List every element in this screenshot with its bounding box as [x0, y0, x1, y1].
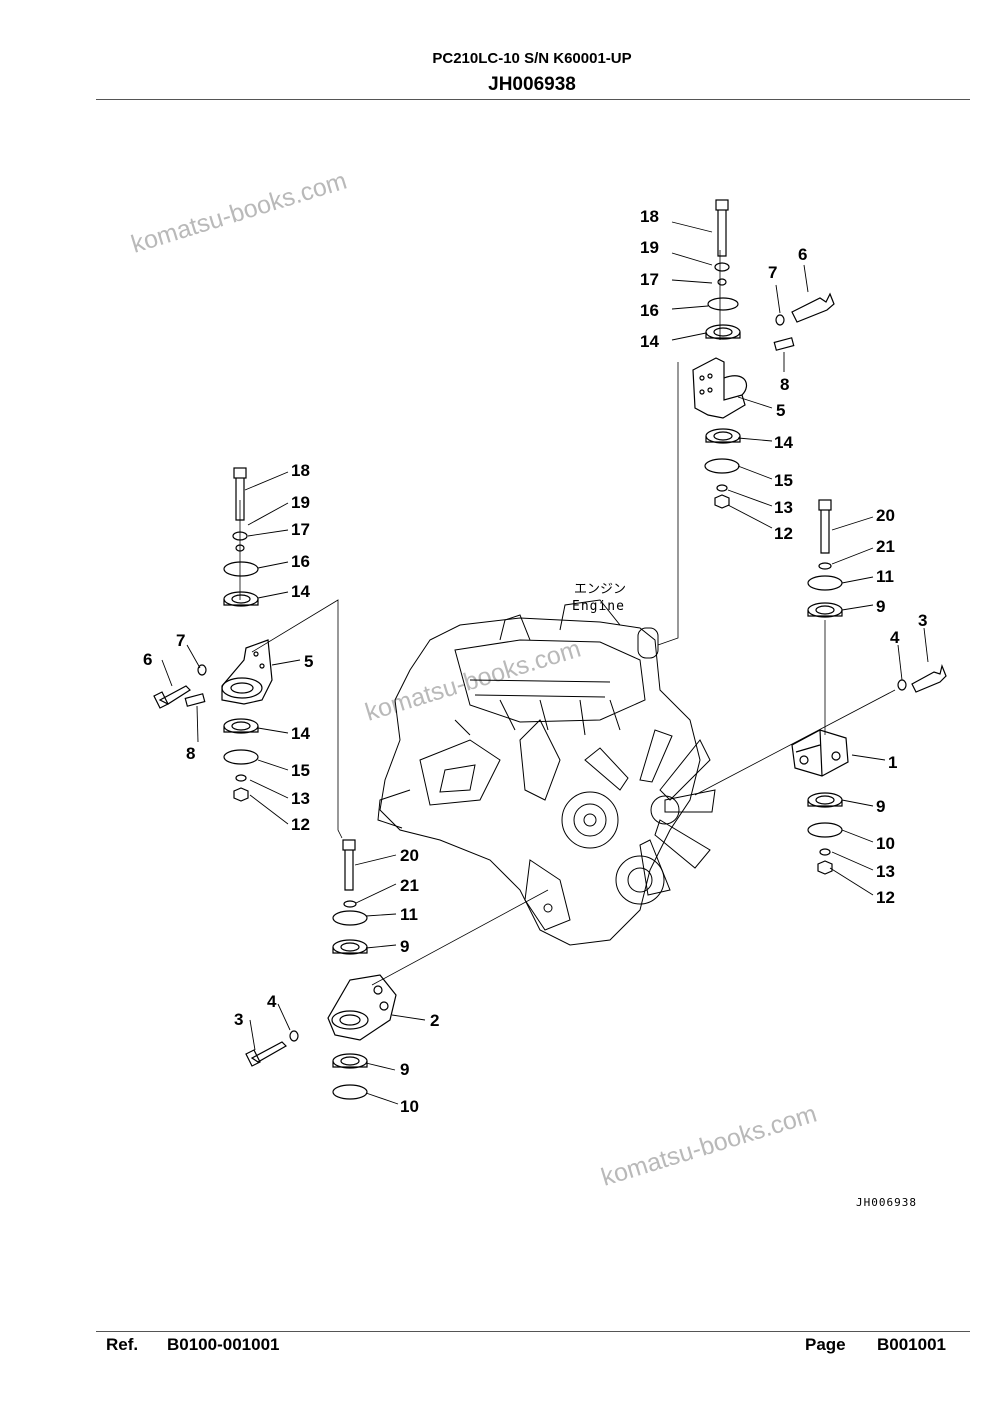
callout-leaders [161, 221, 929, 1105]
callout-numbers: 18 19 17 16 14 7 6 8 5 14 15 13 12 20 21… [143, 207, 927, 1116]
callout: 3 [234, 1010, 243, 1029]
callout: 20 [876, 506, 895, 525]
callout: 12 [876, 888, 895, 907]
footer-divider [96, 1331, 970, 1332]
callout: 13 [291, 789, 310, 808]
callout: 5 [304, 652, 313, 671]
callout: 5 [776, 401, 785, 420]
callout: 12 [774, 524, 793, 543]
header-divider [96, 99, 970, 100]
page-value: B001001 [877, 1335, 947, 1354]
callout: 14 [774, 433, 793, 452]
callout: 2 [430, 1011, 439, 1030]
callout: 13 [876, 862, 895, 881]
ref-value: B0100-001001 [167, 1335, 280, 1354]
leader-lines [239, 250, 896, 986]
callout: 11 [876, 567, 894, 586]
callout: 16 [291, 552, 310, 571]
callout: 8 [186, 744, 195, 763]
ref-label: Ref. [106, 1335, 139, 1354]
callout: 19 [640, 238, 659, 257]
callout: 18 [291, 461, 310, 480]
callout: 15 [291, 761, 310, 780]
callout: 4 [890, 628, 900, 647]
bolt-head-18 [715, 199, 729, 211]
callout: 8 [780, 375, 789, 394]
right-front-mount-parts [791, 499, 947, 875]
right-rear-mount-parts [692, 199, 835, 509]
callout: 4 [267, 992, 277, 1011]
callout: 6 [143, 650, 152, 669]
callout: 21 [400, 876, 419, 895]
left-rear-mount-parts [153, 467, 273, 802]
callout: 11 [400, 905, 418, 924]
engine-label: Engine [572, 599, 625, 614]
engine-drawing [377, 599, 716, 946]
model-serial-title: PC210LC-10 S/N K60001-UP [432, 50, 632, 67]
callout: 7 [768, 263, 777, 282]
callout: 15 [774, 471, 793, 490]
callout: 9 [400, 937, 409, 956]
callout: 7 [176, 631, 185, 650]
callout: 16 [640, 301, 659, 320]
figure-code-title: JH006938 [488, 74, 576, 95]
engine-label-japanese: エンジン [574, 582, 627, 597]
callout: 20 [400, 846, 419, 865]
left-front-mount-parts [245, 839, 397, 1100]
callout: 9 [876, 797, 885, 816]
callout: 6 [798, 245, 807, 264]
callout: 21 [876, 537, 895, 556]
callout: 18 [640, 207, 659, 226]
drawing-code: JH006938 [856, 1196, 917, 1209]
callout: 9 [876, 597, 885, 616]
callout: 14 [291, 724, 310, 743]
callout: 14 [640, 332, 659, 351]
callout: 3 [918, 611, 927, 630]
callout: 1 [888, 753, 897, 772]
callout: 10 [876, 834, 895, 853]
page-label: Page [805, 1335, 846, 1354]
callout: 12 [291, 815, 310, 834]
callout: 14 [291, 582, 310, 601]
callout: 9 [400, 1060, 409, 1079]
callout: 17 [640, 270, 659, 289]
callout: 13 [774, 498, 793, 517]
callout: 19 [291, 493, 310, 512]
callout: 17 [291, 520, 310, 539]
callout: 10 [400, 1097, 419, 1116]
